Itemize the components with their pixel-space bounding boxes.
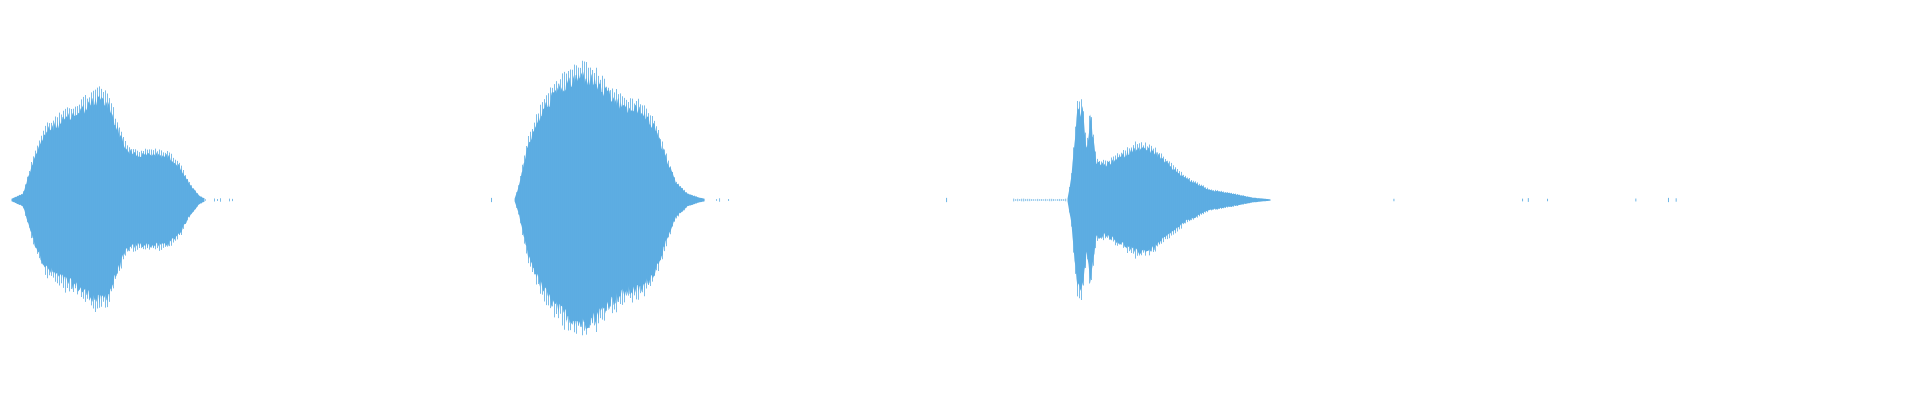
waveform-burst-2 — [514, 60, 730, 336]
waveform-body-burst-2 — [514, 71, 705, 330]
waveform-layer — [11, 60, 1677, 336]
waveform-body-burst-3 — [1067, 105, 1271, 292]
waveform-burst-1 — [11, 86, 233, 312]
waveform-burst-3 — [1013, 99, 1271, 300]
